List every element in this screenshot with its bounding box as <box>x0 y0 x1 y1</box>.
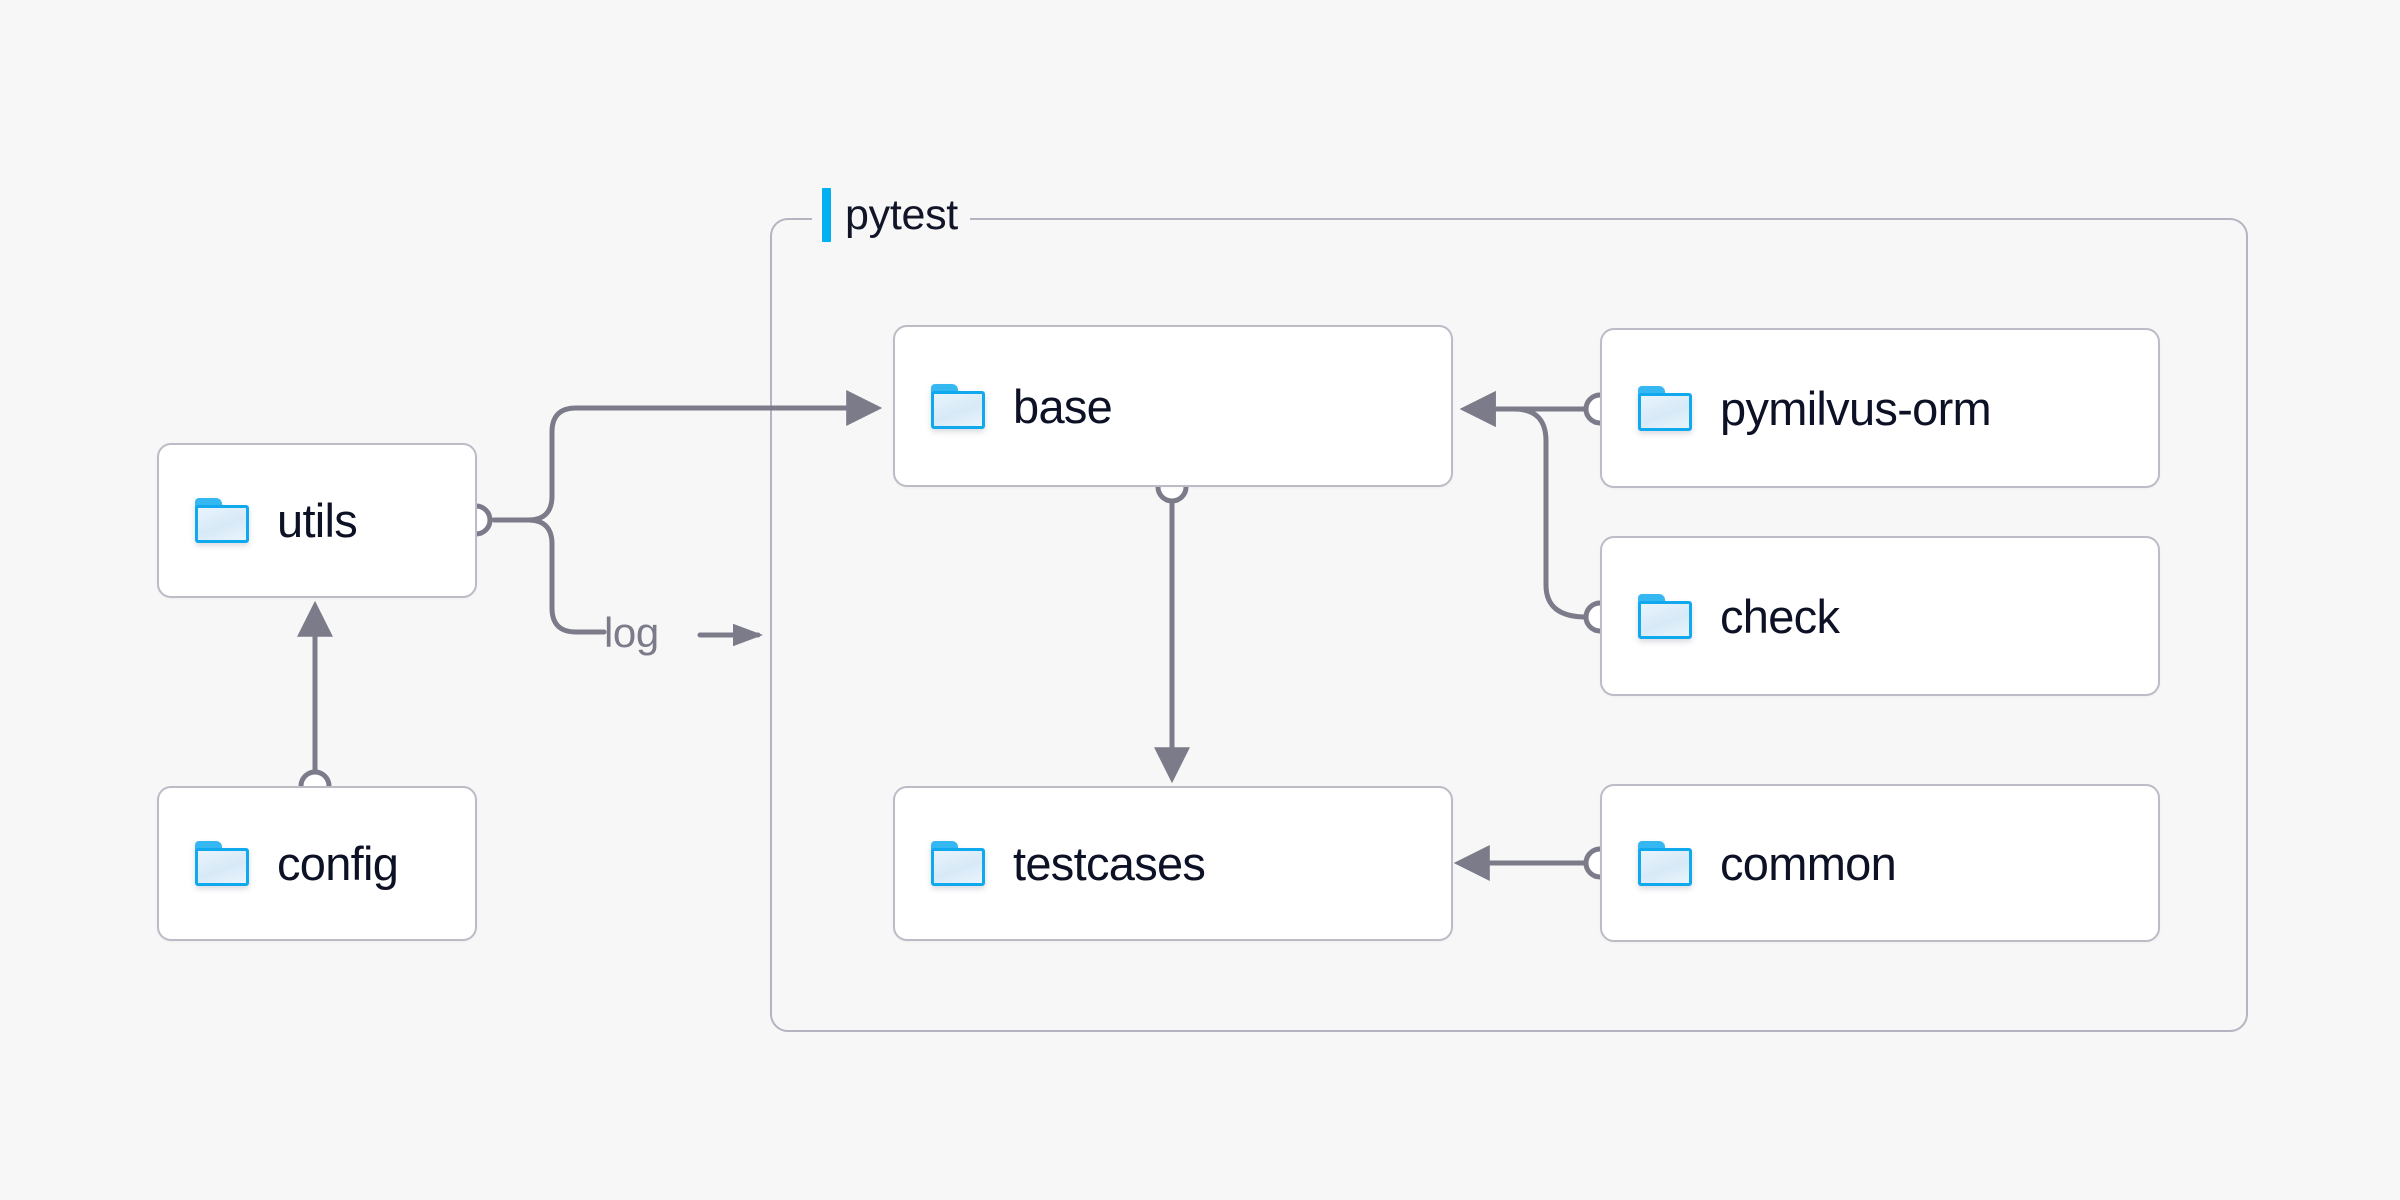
node-utils[interactable]: utils <box>157 443 477 598</box>
folder-icon <box>195 841 249 886</box>
group-accent-bar <box>822 188 831 242</box>
node-base-label: base <box>1013 379 1113 433</box>
edge-utils-log <box>525 517 607 635</box>
node-common-label: common <box>1720 836 1897 890</box>
node-base[interactable]: base <box>893 325 1453 487</box>
node-utils-label: utils <box>277 494 358 547</box>
folder-icon <box>1638 593 1692 639</box>
folder-icon <box>931 841 985 886</box>
folder-icon <box>1638 840 1692 886</box>
node-pymilvus-orm[interactable]: pymilvus-orm <box>1600 328 2160 488</box>
edge-label-log: log <box>604 609 659 656</box>
node-config[interactable]: config <box>157 786 477 941</box>
node-pymilvus-orm-label: pymilvus-orm <box>1720 381 1992 435</box>
node-testcases[interactable]: testcases <box>893 786 1453 941</box>
node-config-label: config <box>277 837 399 890</box>
folder-icon <box>931 383 985 429</box>
group-pytest-label-text: pytest <box>845 190 958 239</box>
folder-icon <box>1638 385 1692 431</box>
group-pytest[interactable] <box>770 218 2248 1032</box>
folder-icon <box>195 498 249 543</box>
group-pytest-label: pytest <box>812 188 970 242</box>
node-common[interactable]: common <box>1600 784 2160 942</box>
node-testcases-label: testcases <box>1013 837 1206 890</box>
node-check[interactable]: check <box>1600 536 2160 696</box>
node-check-label: check <box>1720 589 1840 643</box>
